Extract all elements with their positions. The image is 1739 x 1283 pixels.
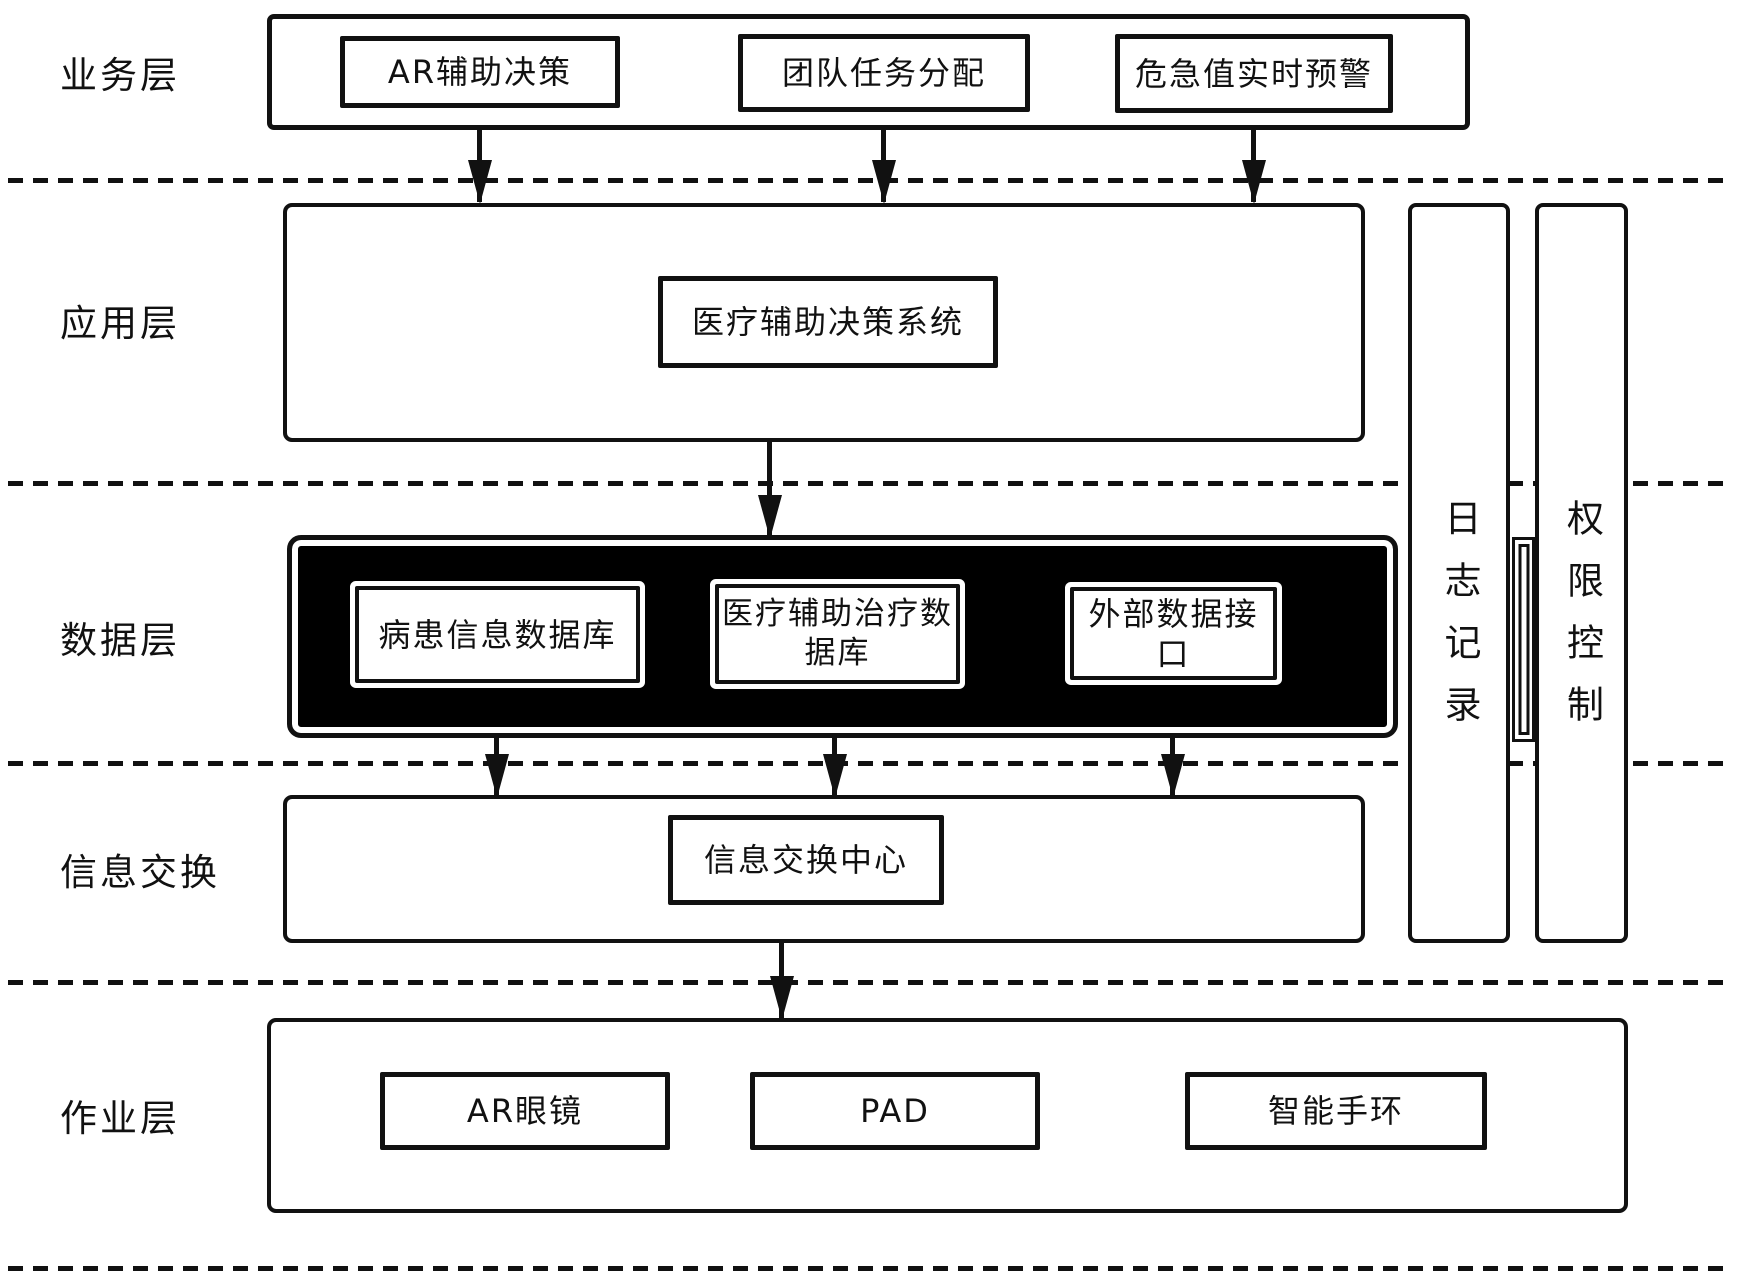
node-ar-assisted-decision: AR辅助决策	[340, 36, 620, 108]
arrow-business-to-application-3	[1251, 128, 1256, 202]
arrow-data-to-exchange-3	[1170, 736, 1175, 796]
sidebar-permission-control: 权限控制	[1535, 203, 1628, 943]
layer-label-operation: 作业层	[60, 1097, 180, 1140]
arrow-application-to-data	[767, 440, 772, 537]
sidebar-connector	[1512, 537, 1535, 742]
node-external-data-interface: 外部数据接口	[1070, 587, 1277, 680]
layer-label-data: 数据层	[60, 619, 180, 662]
layer-label-application: 应用层	[60, 302, 180, 345]
sidebar-permission-control-label: 权限控制	[1560, 499, 1604, 747]
node-pad: PAD	[750, 1072, 1040, 1150]
dashed-separator-4	[8, 980, 1729, 985]
arrow-business-to-application-1	[477, 128, 482, 202]
node-medical-decision-system: 医疗辅助决策系统	[658, 276, 998, 368]
arrow-exchange-to-operation	[779, 941, 784, 1018]
layer-label-exchange: 信息交换	[60, 851, 220, 894]
node-team-task-allocation: 团队任务分配	[738, 34, 1030, 112]
node-critical-value-alert: 危急值实时预警	[1115, 34, 1393, 113]
dashed-separator-2	[8, 481, 1729, 486]
dashed-separator-5	[8, 1266, 1729, 1271]
layer-label-business: 业务层	[60, 54, 180, 97]
dashed-separator-3	[8, 761, 1729, 766]
sidebar-log-record-label: 日志记录	[1438, 499, 1481, 747]
node-patient-info-database: 病患信息数据库	[355, 586, 640, 683]
dashed-separator-1	[8, 178, 1729, 183]
sidebar-connector-inner	[1518, 544, 1529, 735]
node-info-exchange-center: 信息交换中心	[668, 815, 944, 905]
arrow-data-to-exchange-1	[494, 736, 499, 796]
node-medical-treatment-database: 医疗辅助治疗数据库	[715, 584, 960, 684]
arrow-data-to-exchange-2	[832, 736, 837, 796]
node-ar-glasses: AR眼镜	[380, 1072, 670, 1150]
sidebar-log-record: 日志记录	[1408, 203, 1510, 943]
arrow-business-to-application-2	[881, 128, 886, 202]
node-smart-wristband: 智能手环	[1185, 1072, 1487, 1150]
